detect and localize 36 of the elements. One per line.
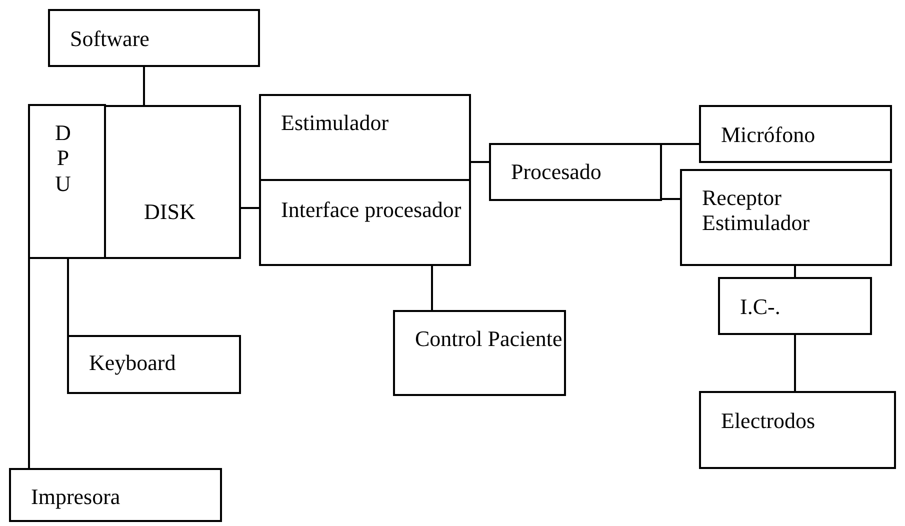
- box-label: Keyboard: [89, 350, 176, 376]
- box-label: Receptor Estimulador: [702, 185, 811, 236]
- connector-line: [794, 335, 796, 391]
- process-box: [9, 468, 222, 522]
- process-box: [28, 104, 106, 259]
- box-label: Software: [70, 26, 150, 52]
- process-box: [489, 143, 662, 201]
- process-box: [48, 9, 260, 67]
- box-label: Electrodos: [721, 408, 816, 434]
- process-box: [699, 105, 892, 163]
- box-label: Procesado: [511, 159, 602, 184]
- connector-line: [241, 207, 259, 209]
- process-box: [718, 277, 872, 335]
- box-label: DISK: [144, 199, 196, 224]
- box-label: Micrófono: [721, 122, 816, 148]
- box-label: I.C-.: [740, 294, 780, 320]
- process-box: [699, 391, 896, 469]
- connector-line: [143, 67, 145, 105]
- process-box: [67, 335, 241, 394]
- connector-line: [794, 266, 796, 277]
- process-box: [393, 310, 566, 396]
- connector-line: [431, 266, 433, 310]
- process-box: [259, 94, 471, 181]
- connector-line: [662, 198, 680, 200]
- process-box: [104, 105, 241, 259]
- process-box: [259, 179, 471, 266]
- connector-line: [67, 259, 69, 335]
- box-label: Interface procesador: [281, 197, 462, 222]
- connector-line: [471, 161, 489, 163]
- box-label: Estimulador: [281, 110, 389, 136]
- connector-line: [662, 143, 699, 145]
- connector-line: [28, 259, 30, 468]
- process-box: [680, 169, 892, 266]
- box-label: DPU: [54, 120, 72, 196]
- box-label: Control Paciente: [415, 326, 562, 352]
- box-label: Impresora: [31, 484, 120, 510]
